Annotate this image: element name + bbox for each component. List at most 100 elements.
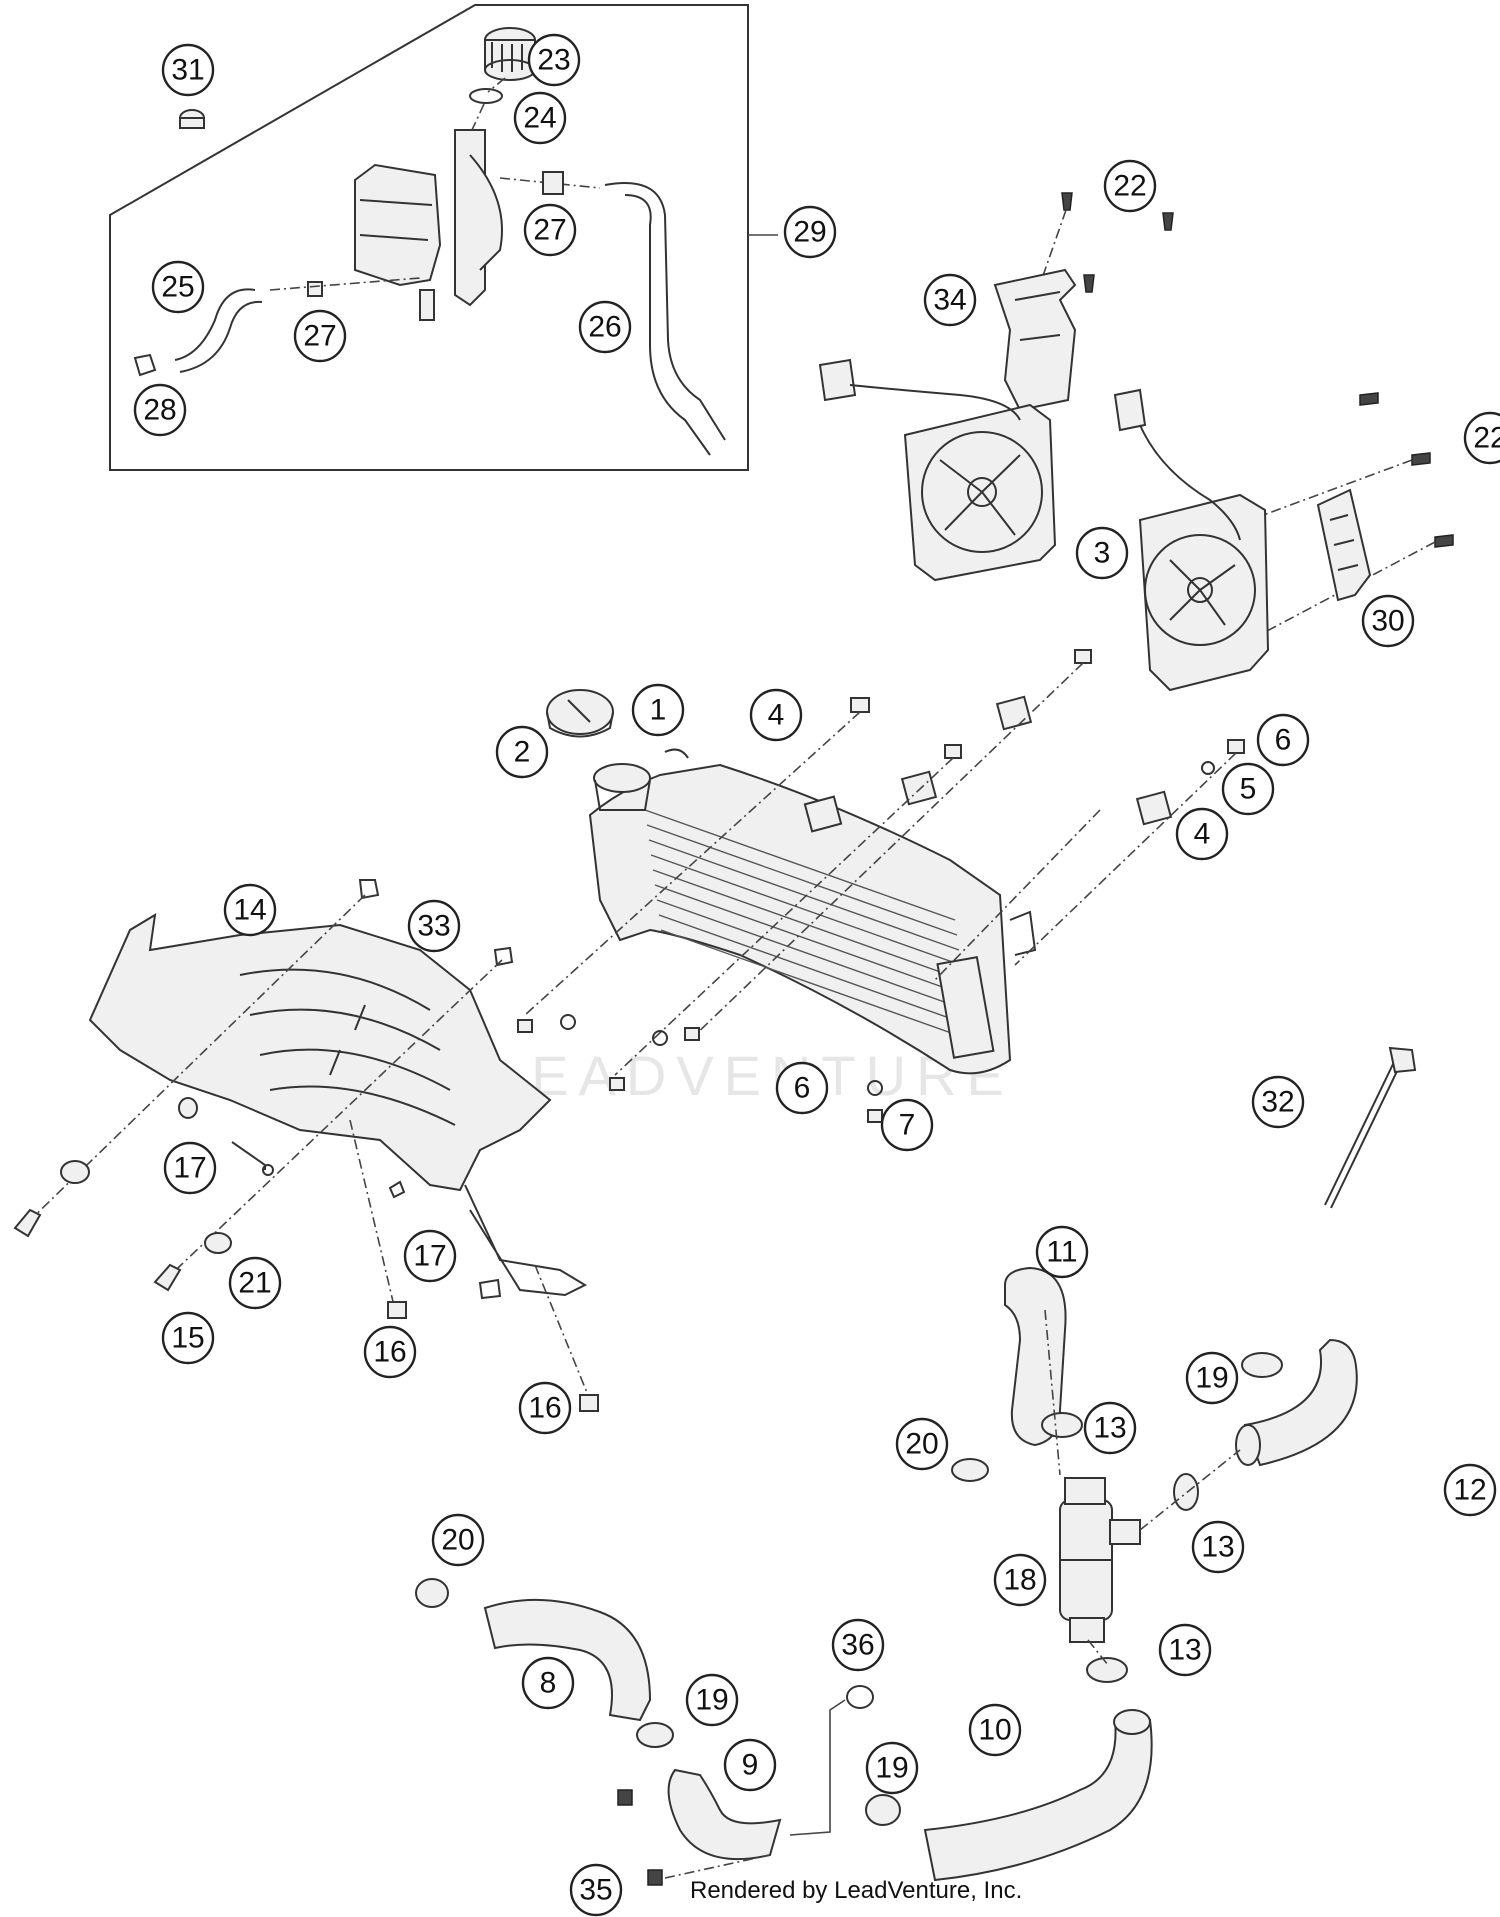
callout-circle (749, 688, 803, 742)
callout-label: 34 (933, 284, 966, 317)
callout-circle (223, 883, 277, 937)
callout-label: 11 (1046, 1236, 1077, 1269)
callout-6: 6 (1256, 713, 1310, 767)
callout-circle (685, 1673, 739, 1727)
callout-circle (923, 273, 977, 327)
callout-circle (133, 383, 187, 437)
callout-4: 4 (1175, 807, 1229, 861)
callout-33: 33 (407, 899, 461, 953)
callout-label: 27 (533, 214, 566, 247)
hose-clamps-19-20 (415, 1352, 1283, 1826)
hose-clamps-13 (1041, 1309, 1241, 1683)
callout-circle (993, 1553, 1047, 1607)
callout-24: 24 (513, 91, 567, 145)
callout-20: 20 (431, 1513, 485, 1567)
fan-connector-right (1113, 388, 1147, 432)
callout-label: 13 (1093, 1412, 1126, 1445)
callout-label: 33 (417, 910, 450, 943)
callout-label: 22 (1113, 170, 1146, 203)
callout-circle (1221, 762, 1275, 816)
callout-14: 14 (223, 883, 277, 937)
callout-circle (1443, 1463, 1497, 1517)
callout-27: 27 (523, 203, 577, 257)
callout-30: 30 (1361, 594, 1415, 648)
callout-7: 7 (880, 1098, 934, 1152)
expansion-tank-kit-box (109, 4, 778, 471)
drain-hose (133, 277, 421, 377)
callout-circle (523, 203, 577, 257)
callout-21: 21 (228, 1256, 282, 1310)
callout-circle (831, 1618, 885, 1672)
radiator-mounts (517, 649, 1245, 1123)
thermostat-housing-18 (1059, 1477, 1141, 1643)
callout-circle (403, 1229, 457, 1283)
callout-label: 18 (1003, 1564, 1036, 1597)
callout-label: 19 (1195, 1362, 1228, 1395)
hose-8 (483, 1598, 652, 1722)
callout-circle (163, 1141, 217, 1195)
radiator-cap (546, 689, 614, 738)
callout-13: 13 (1191, 1520, 1245, 1574)
watermark-text: LEADVENTURE (490, 1044, 1014, 1107)
callout-27: 27 (293, 309, 347, 363)
callout-label: 29 (793, 216, 826, 249)
expansion-tank-cap (484, 27, 536, 81)
callout-25: 25 (151, 260, 205, 314)
callout-circle (1251, 1075, 1305, 1129)
callout-23: 23 (527, 33, 581, 87)
callout-label: 21 (238, 1267, 271, 1300)
callout-label: 2 (514, 736, 531, 769)
cooling-fan-left (818, 358, 1057, 582)
callout-label: 12 (1453, 1474, 1486, 1507)
callout-label: 6 (1275, 724, 1292, 757)
callout-label: 10 (978, 1714, 1011, 1747)
callout-label: 17 (413, 1240, 446, 1273)
callout-circle (293, 309, 347, 363)
callout-circle (1185, 1351, 1239, 1405)
callout-label: 5 (1240, 773, 1257, 806)
callout-circle (431, 1513, 485, 1567)
callout-19: 19 (865, 1741, 919, 1795)
callout-circle (1256, 713, 1310, 767)
callout-label: 14 (233, 894, 266, 927)
callout-circle (521, 1656, 575, 1710)
callout-20: 20 (895, 1417, 949, 1471)
grommet-31 (179, 109, 205, 129)
callout-circle (880, 1098, 934, 1152)
callout-10: 10 (968, 1703, 1022, 1757)
callout-28: 28 (133, 383, 187, 437)
callout-19: 19 (1185, 1351, 1239, 1405)
callout-16: 16 (518, 1381, 572, 1435)
callout-label: 8 (540, 1667, 557, 1700)
callout-label: 1 (650, 694, 667, 727)
callout-label: 27 (303, 320, 336, 353)
callout-circle (631, 683, 685, 737)
callout-label: 13 (1201, 1531, 1234, 1564)
callout-circle (775, 1061, 829, 1115)
callout-17: 17 (403, 1229, 457, 1283)
callout-label: 6 (794, 1072, 811, 1105)
callout-label: 19 (875, 1752, 908, 1785)
radiator-filler-neck (593, 763, 651, 793)
callout-16: 16 (363, 1325, 417, 1379)
callout-label: 13 (1168, 1634, 1201, 1667)
callout-circle (1361, 594, 1415, 648)
callout-circle (151, 260, 205, 314)
cooling-fan-right (1113, 388, 1270, 692)
callout-circle (865, 1741, 919, 1795)
callout-circle (569, 1863, 623, 1917)
credit-text: Rendered by LeadVenture, Inc. (690, 1877, 1022, 1904)
cable-tie-32 (1324, 1046, 1417, 1209)
callout-17: 17 (163, 1141, 217, 1195)
callout-label: 32 (1261, 1086, 1294, 1119)
callout-circle (527, 33, 581, 87)
hose-10 (923, 1709, 1153, 1882)
cap-seal-ring (469, 88, 503, 104)
callout-label: 20 (905, 1428, 938, 1461)
callout-label: 19 (695, 1684, 728, 1717)
callout-4: 4 (749, 688, 803, 742)
callout-label: 23 (537, 44, 570, 77)
callout-circle (1035, 1225, 1089, 1279)
callout-31: 31 (161, 43, 215, 97)
